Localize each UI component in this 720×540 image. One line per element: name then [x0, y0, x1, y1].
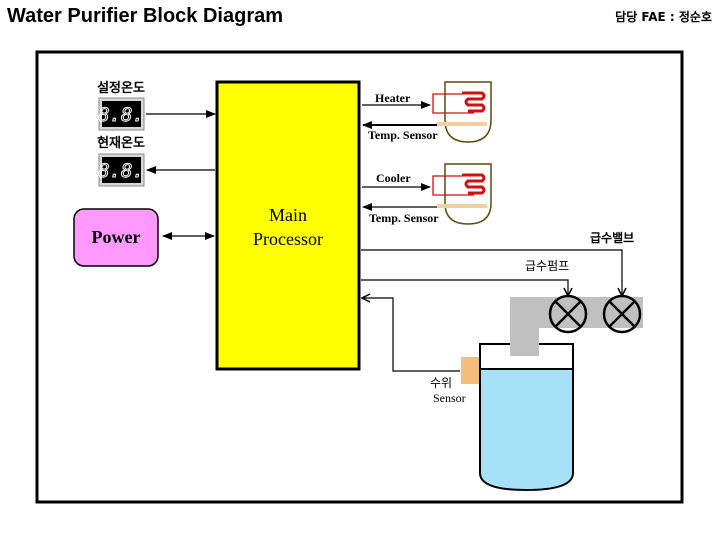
- power-label: Power: [92, 227, 141, 247]
- supply-pump-line: [361, 279, 568, 296]
- author-label: 담당 FAE : 정순호: [615, 10, 712, 24]
- level-sensor-label-ko: 수위: [430, 376, 452, 390]
- heater-sensor-label: Temp. Sensor: [368, 128, 438, 142]
- supply-valve-label: 급수밸브: [590, 231, 634, 245]
- main-processor-label-2: Processor: [253, 229, 323, 249]
- supply-valve-line: [361, 249, 622, 296]
- diagram-frame: [35, 50, 684, 504]
- cooler-sensor-label: Temp. Sensor: [369, 211, 439, 225]
- supply-pump-label: 급수펌프: [525, 259, 569, 273]
- current-temp-display: 현재온도 8.8.: [97, 135, 145, 187]
- cooler-label: Cooler: [376, 171, 411, 185]
- current-temp-label: 현재온도: [97, 135, 145, 151]
- heater-label: Heater: [375, 91, 411, 105]
- cooler-vessel: [432, 163, 492, 225]
- page-title: Water Purifier Block Diagram: [7, 5, 284, 27]
- set-temp-value: 8.8.: [98, 104, 144, 126]
- current-temp-value: 8.8.: [98, 160, 144, 182]
- heater-vessel: [432, 81, 492, 143]
- set-temp-label: 설정온도: [97, 80, 145, 96]
- main-processor-label-1: Main: [269, 205, 307, 225]
- water-pipe: [510, 297, 643, 356]
- set-temp-display: 설정온도 8.8.: [97, 80, 145, 131]
- level-sensor-line: [362, 298, 460, 372]
- supply-valve-symbol: [602, 294, 642, 334]
- level-sensor: [461, 357, 479, 384]
- supply-pump-symbol: [548, 294, 588, 334]
- power-block: Power: [73, 208, 159, 267]
- level-sensor-label-en: Sensor: [433, 391, 466, 405]
- water-tank: [479, 343, 574, 492]
- main-processor-block: Main Processor: [215, 80, 361, 371]
